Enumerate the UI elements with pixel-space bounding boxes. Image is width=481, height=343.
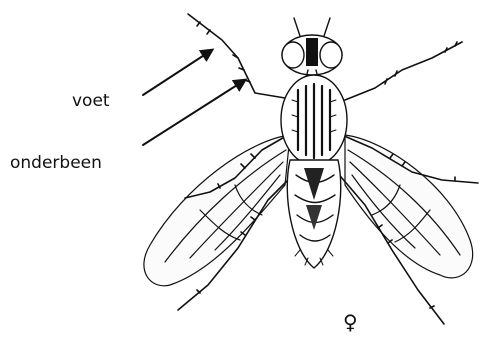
right-wing [345, 135, 473, 278]
label-voet: voet [72, 91, 110, 111]
arrow-voet [143, 50, 212, 95]
arrow-onderbeen [143, 80, 245, 145]
fly-body [281, 18, 347, 268]
female-symbol: ♀ [343, 310, 358, 334]
label-onderbeen: onderbeen [10, 153, 102, 173]
left-wing [144, 135, 290, 286]
